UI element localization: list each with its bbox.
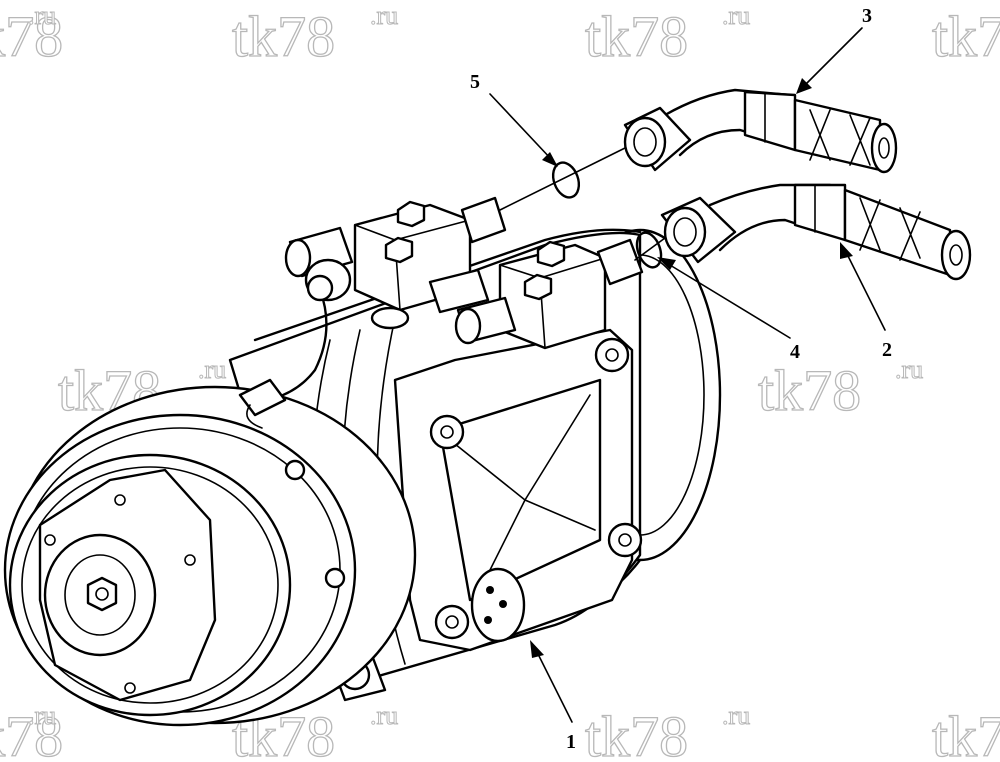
o-ring-4 [635,231,663,269]
callout-4: 4 [657,257,800,363]
watermark: tk78 .ru [584,701,750,762]
svg-text:.ru: .ru [28,1,56,30]
svg-text:.ru: .ru [198,355,226,384]
watermark: tk78 .ru [231,1,398,70]
callout-1: 1 [530,640,576,753]
watermark: tk78.ru [0,1,64,70]
watermark: tk78 .ru [231,701,398,762]
watermark: tk78 .ru [584,1,750,70]
callout-5: 5 [470,71,558,167]
hose-2 [660,183,972,281]
callout-3: 3 [796,5,872,94]
svg-text:tk78: tk78 [585,4,688,69]
svg-text:4: 4 [790,341,800,363]
clutch-pulley [3,385,417,727]
assembly-lines [499,147,666,261]
o-ring-5 [551,161,581,199]
svg-text:tk78: tk78 [932,704,1000,762]
mounting-bracket [328,328,643,702]
watermark: tk78 .ru [757,355,923,424]
svg-text:tk78: tk78 [0,704,63,762]
svg-text:.ru: .ru [722,1,750,30]
watermark: tk78 [931,703,1000,762]
callout-2: 2 [840,242,892,361]
service-valves [284,196,644,350]
svg-text:2: 2 [882,339,892,361]
svg-text:3: 3 [862,5,872,27]
watermark: tk78.ru [0,701,64,762]
svg-text:5: 5 [470,71,480,93]
svg-text:.ru: .ru [370,701,398,730]
svg-text:tk78: tk78 [585,704,688,762]
svg-text:.ru: .ru [895,355,923,384]
svg-text:.ru: .ru [370,1,398,30]
svg-text:tk78: tk78 [232,704,335,762]
svg-text:.ru: .ru [722,701,750,730]
svg-text:1: 1 [566,731,576,753]
svg-text:tk78: tk78 [932,4,1000,69]
svg-text:tk78: tk78 [758,358,861,423]
svg-text:tk78: tk78 [0,4,63,69]
watermark: tk78 [931,3,1000,69]
hose-3 [623,88,898,174]
clutch-wire [238,288,328,429]
svg-text:.ru: .ru [28,701,56,730]
svg-text:tk78: tk78 [232,4,335,69]
